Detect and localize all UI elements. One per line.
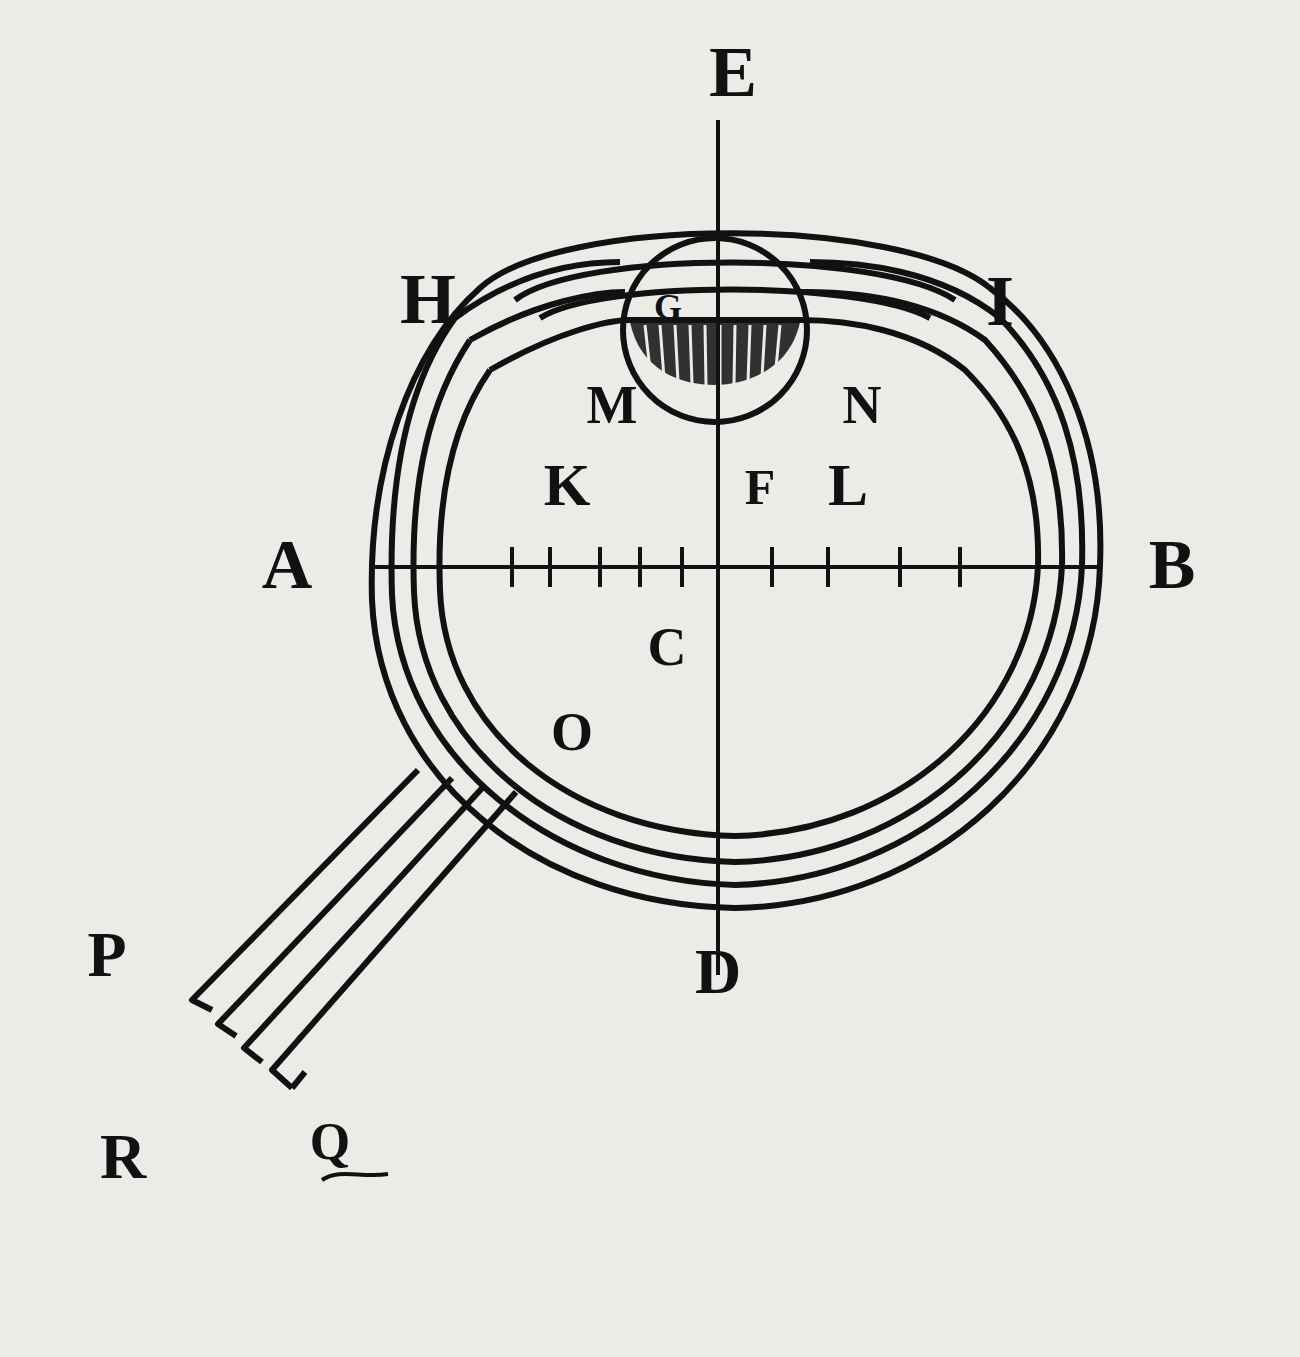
axis-line	[716, 120, 720, 975]
choroid-layer	[392, 262, 1083, 885]
axis-ticks	[512, 547, 960, 587]
part-letter: R	[100, 1125, 146, 1189]
part-letter: N	[843, 378, 882, 432]
optic-nerve	[272, 792, 516, 1088]
inner-layer	[439, 320, 1038, 836]
axis-line	[372, 565, 1100, 569]
part-letter: P	[87, 923, 126, 987]
optic-nerve	[244, 786, 484, 1062]
part-letter: I	[986, 265, 1014, 337]
optic-nerve	[192, 770, 418, 1010]
part-letter: F	[745, 462, 776, 512]
part-letter: M	[587, 378, 638, 432]
cornea-layer	[540, 290, 930, 319]
sclera-outline	[372, 233, 1101, 908]
lens-hatching-gaps	[645, 325, 780, 385]
part-letter: D	[695, 940, 741, 1004]
cornea-layer	[515, 263, 955, 301]
part-letter: K	[544, 455, 591, 515]
part-letter: C	[648, 620, 687, 674]
lens-hatching	[630, 322, 800, 385]
part-letter: G	[654, 289, 682, 325]
part-letter: O	[551, 705, 593, 759]
part-letter: B	[1149, 530, 1196, 600]
retina-layer	[413, 292, 1062, 862]
q-tail	[322, 1174, 388, 1180]
part-letter: H	[400, 263, 456, 335]
crystalline-lens	[623, 238, 807, 422]
optic-nerve-end	[292, 1072, 305, 1088]
part-letter: E	[709, 36, 757, 108]
part-letter: A	[262, 530, 313, 600]
part-letter: L	[828, 455, 868, 515]
part-letter: Q	[310, 1116, 350, 1168]
